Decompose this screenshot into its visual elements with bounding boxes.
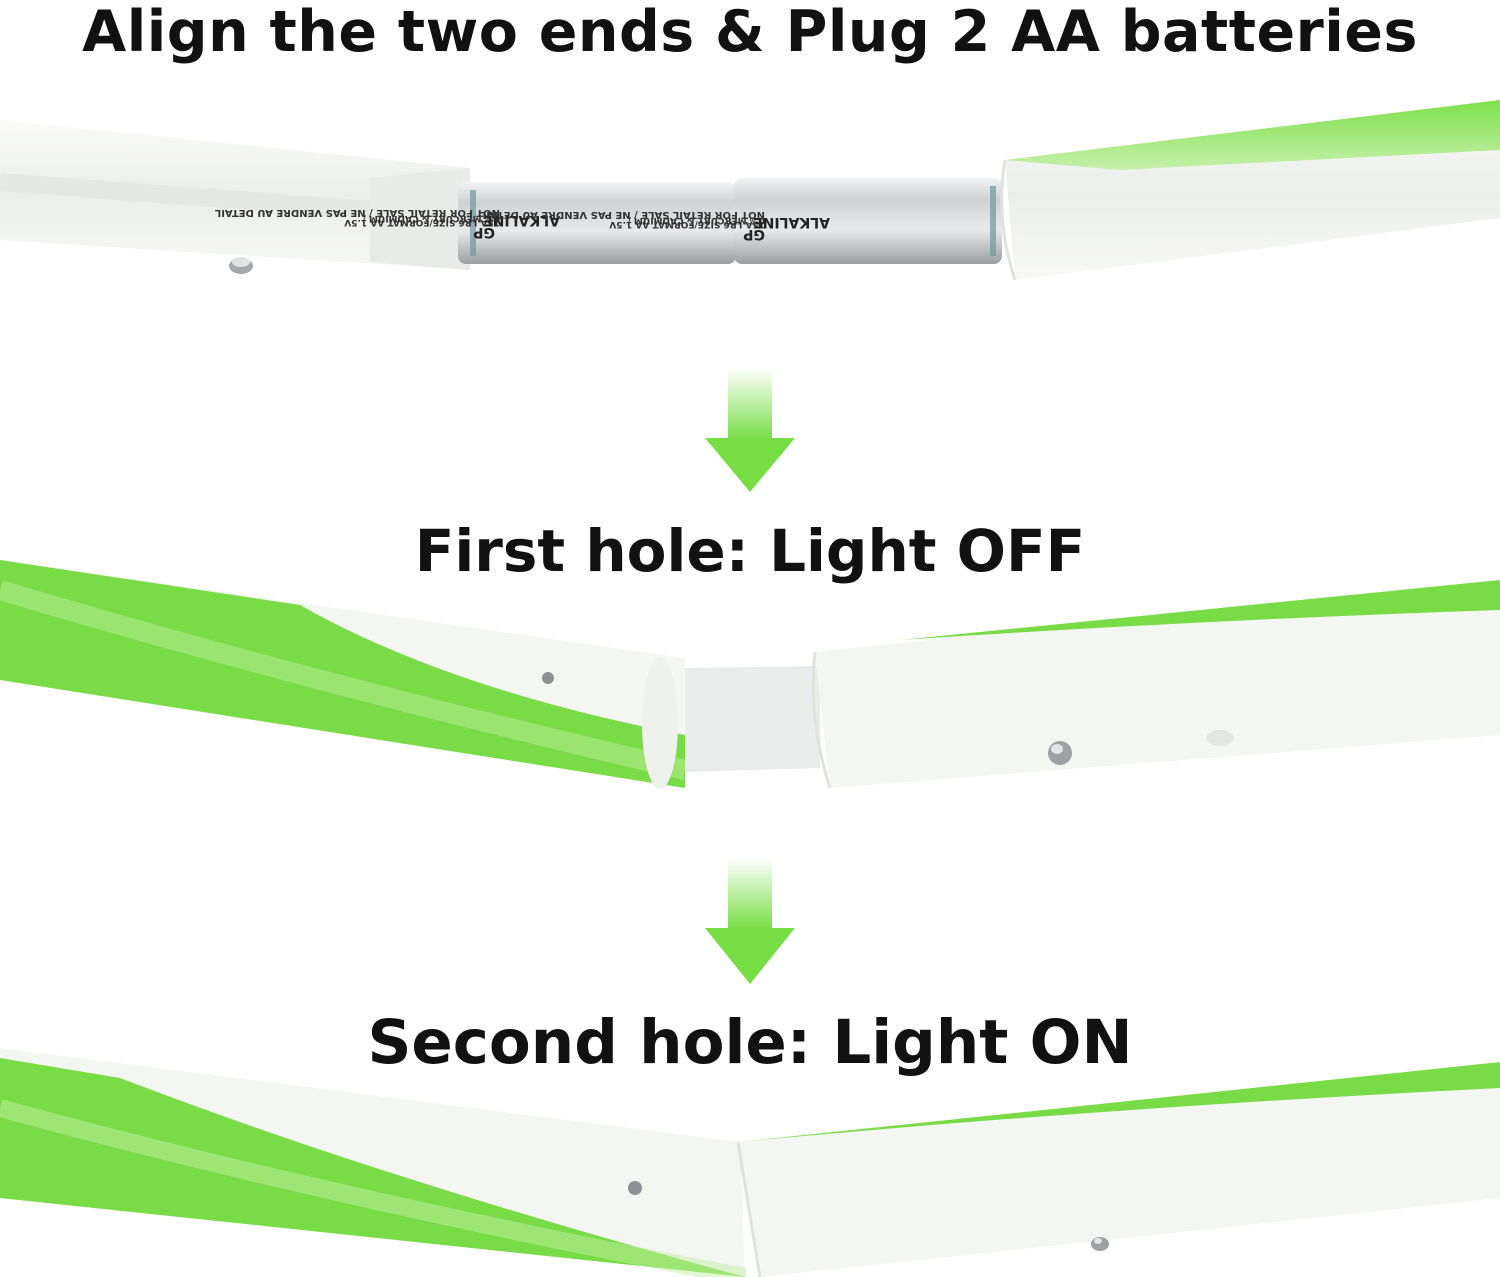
battery-2-retail-line: NOT FOR RETAIL SALE / NE PAS VENDRE AU D… — [479, 209, 765, 220]
battery-1-mercury-line: 0% MERCURY & CADMIUM / — [362, 213, 500, 223]
battery-2-size-line: 15A LR6 SIZE/FORMAT AA 1.5V — [609, 219, 765, 229]
step-2-title: First hole: Light OFF — [414, 517, 1086, 585]
battery-2-brand-line: GP — [743, 226, 765, 242]
battery-insert-scene: GP NOT FOR RETAIL SALE / NE PAS VENDRE A… — [0, 100, 1500, 281]
battery-1-brand-line: GP — [473, 224, 495, 240]
arrow-down-icon — [705, 858, 795, 984]
battery-2-type-line: ALKALINE — [753, 214, 830, 230]
tube-pin — [628, 1181, 642, 1195]
tube-pin — [542, 672, 554, 684]
battery-2-mercury-line: 0% MERCURY & CADMIUM / — [627, 215, 765, 225]
battery-1-type-line: ALKALINE — [483, 212, 560, 228]
step-1-title: Align the two ends & Plug 2 AA batteries — [82, 0, 1418, 65]
battery-2: GP NOT FOR RETAIL SALE / NE PAS VENDRE A… — [479, 178, 1002, 264]
battery-1-size-line: 15A LR6 SIZE/FORMAT AA 1.5V — [344, 217, 500, 227]
battery-1-retail-line: NOT FOR RETAIL SALE / NE PAS VENDRE AU D… — [214, 207, 500, 218]
battery-1: GP NOT FOR RETAIL SALE / NE PAS VENDRE A… — [214, 182, 736, 264]
step-3-title: Second hole: Light ON — [367, 1007, 1133, 1078]
first-hole-scene — [0, 560, 1500, 789]
second-hole-scene — [0, 1048, 1500, 1277]
arrow-down-icon — [705, 368, 795, 492]
